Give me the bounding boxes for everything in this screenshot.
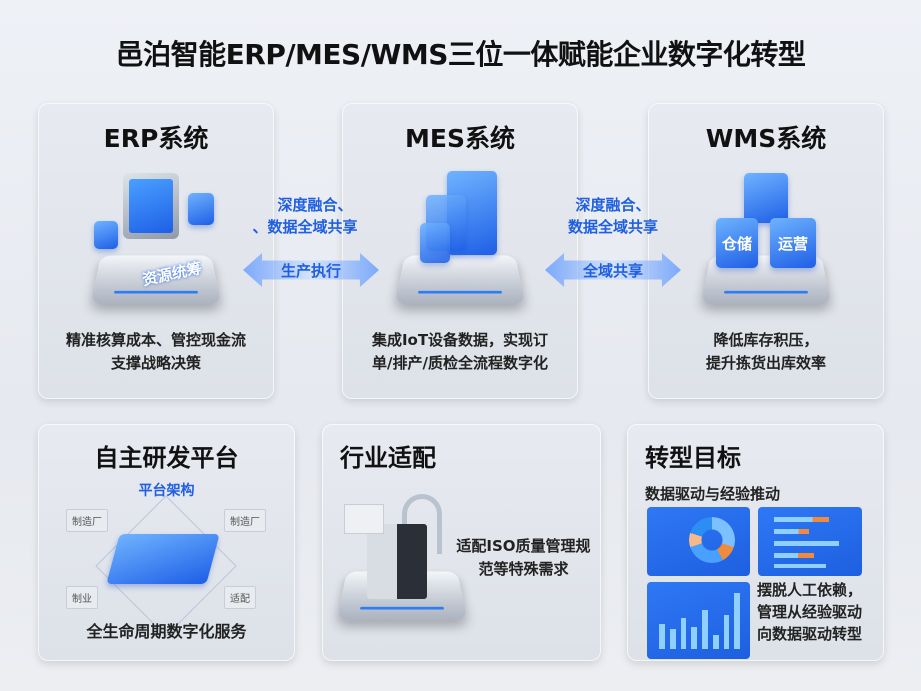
tag-manufacturer-2: 制造厂	[224, 509, 266, 532]
goal-subtitle: 数据驱动与经验推动	[645, 485, 781, 503]
platform-desc: 全生命周期数字化服务	[86, 622, 247, 641]
mes-desc-line1: 集成IoT设备数据，实现订	[371, 331, 549, 349]
bar-mark	[774, 541, 839, 546]
bar-mark	[774, 517, 829, 522]
bar-chart-panel	[758, 507, 862, 576]
column-mark	[702, 609, 708, 649]
platform-card: 自主研发平台 平台架构 制造厂 制造厂 制业 适配 全生命周期数字化服务	[38, 424, 295, 661]
wms-desc-line1: 降低库存积压，	[713, 331, 819, 349]
document-icon	[420, 223, 450, 263]
link1-arrow-label: 生产执行	[280, 261, 341, 280]
page-title: 邑泊智能ERP/MES/WMS三位一体赋能企业数字化转型	[115, 38, 806, 71]
column-mark	[691, 626, 697, 649]
document-card-icon	[344, 504, 384, 534]
goal-desc-line1: 摆脱人工依赖，	[757, 581, 863, 599]
erp-desc-line2: 支撑战略决策	[110, 354, 201, 372]
industry-card: 行业适配 适配ISO质量管理规范等特殊需求	[322, 424, 601, 661]
erp-card: ERP系统 资源统筹 精准核算成本、管控现金流支撑战略决策	[38, 103, 274, 399]
factory-icon	[106, 534, 220, 584]
column-mark	[669, 629, 676, 649]
goal-card: 转型目标 数据驱动与经验推动 摆脱人工依赖， 管理从经验驱动向数据驱动转型	[627, 424, 884, 661]
industry-title: 行业适配	[340, 444, 436, 472]
column-chart-panel	[647, 582, 750, 659]
wms-desc-line2: 提升拣货出库效率	[705, 354, 826, 372]
mes-title: MES系统	[405, 124, 515, 153]
tag-adapt: 适配	[224, 586, 256, 609]
link2-top-line2: 数据全域共享	[567, 218, 658, 236]
platform-title: 自主研发平台	[94, 444, 239, 472]
check-icon	[94, 221, 118, 249]
industry-desc-line2: 范等特殊需求	[478, 560, 569, 578]
donut-chart-panel	[647, 507, 750, 576]
link1-top-line1: 深度融合、	[277, 196, 353, 214]
column-mark	[680, 618, 687, 649]
platform-subtitle: 平台架构	[138, 483, 195, 499]
mes-platform-icon	[394, 255, 526, 305]
erp-desc-line1: 精准核算成本、管控现金流	[65, 331, 246, 349]
server-stack-icon	[744, 173, 788, 223]
erp-title: ERP系统	[103, 124, 209, 153]
wms-label-warehouse: 仓储	[721, 234, 752, 253]
goal-desc-line3: 向数据驱动转型	[757, 625, 863, 643]
column-mark	[723, 615, 730, 649]
link2-top-line1: 深度融合、	[575, 196, 651, 214]
wms-title: WMS系统	[705, 124, 827, 153]
wms-card: WMS系统 仓储 运营 降低库存积压， 提升拣货出库效率	[648, 103, 884, 399]
industry-desc-line1: 适配ISO质量管理规	[456, 537, 591, 555]
server-cabinet-icon	[367, 524, 427, 599]
column-mark	[734, 593, 740, 649]
goal-desc-line2: 管理从经验驱动	[757, 603, 863, 621]
column-mark	[712, 635, 719, 649]
wireless-icon	[188, 193, 214, 225]
monitor-icon	[123, 173, 179, 239]
warehouse-label-box: 仓储	[716, 218, 758, 268]
link1-top-line2: 、数据全域共享	[252, 218, 358, 236]
mes-card: MES系统 集成IoT设备数据，实现订单/排产/质检全流程数字化	[342, 103, 578, 399]
wms-label-operation: 运营	[777, 234, 808, 253]
donut-chart-icon	[689, 517, 735, 563]
tag-manufacturer-1: 制造厂	[66, 509, 108, 532]
column-mark	[659, 623, 665, 649]
link2-arrow-label: 全域共享	[582, 261, 643, 280]
mes-desc-line2: 单/排产/质检全流程数字化	[372, 354, 548, 372]
bar-mark	[774, 529, 809, 534]
operation-label-box: 运营	[770, 218, 816, 268]
goal-title: 转型目标	[645, 444, 741, 472]
bar-mark	[774, 564, 826, 568]
tag-industry: 制业	[66, 586, 98, 609]
bar-mark	[774, 553, 814, 558]
